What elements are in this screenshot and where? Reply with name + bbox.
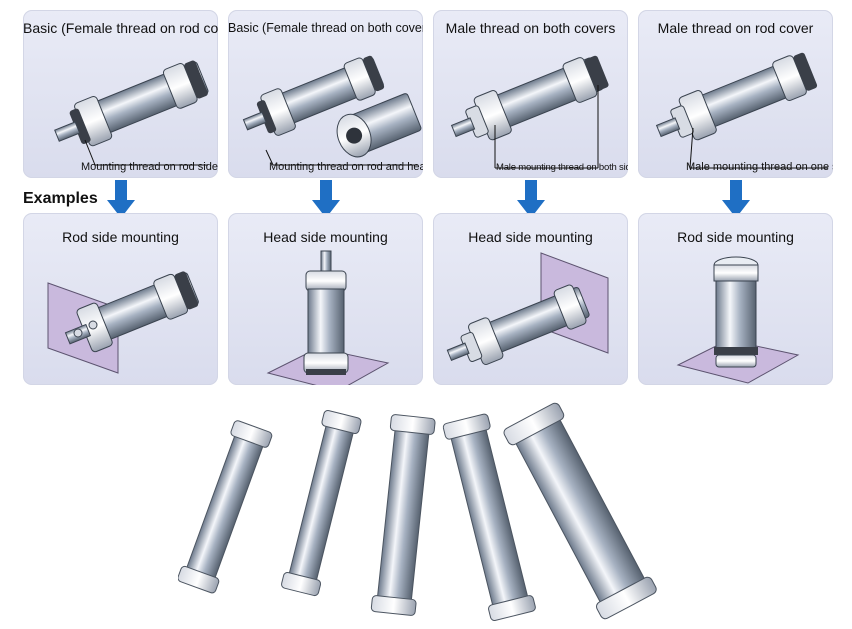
mounting-illustration: [676, 256, 800, 384]
callout-label: Mounting thread on rod and head sides: [269, 161, 423, 173]
cylinder-photo: [370, 414, 436, 616]
panel-title: Male thread on both covers: [445, 20, 616, 36]
down-arrow-icon: [312, 180, 340, 218]
panel-title: Head side mounting: [468, 229, 593, 245]
callout-label: Male mounting thread on one side: [686, 161, 833, 173]
panel-male-both: Male thread on both covers Male mounting…: [433, 10, 628, 178]
down-arrow-icon: [107, 180, 135, 218]
cylinder-photo: [178, 420, 273, 594]
panel-title: Male thread on rod cover: [657, 20, 814, 36]
cylinder-photo: [442, 413, 536, 622]
panel-title: Rod side mounting: [62, 229, 179, 245]
panel-head-side-mounting: Head side mounting: [228, 213, 423, 385]
panel-title: Basic (Female thread on rod cover): [23, 20, 218, 36]
panel-head-side-mounting-2: Head side mounting: [433, 213, 628, 385]
panel-male-rod: Male thread on rod cover Male mounting t…: [638, 10, 833, 178]
panel-rod-side-mounting-2: Rod side mounting: [638, 213, 833, 385]
panel-title: Rod side mounting: [677, 229, 794, 245]
panel-rod-side-mounting: Rod side mounting: [23, 213, 218, 385]
examples-label: Examples: [23, 190, 98, 207]
callout-label: Mounting thread on rod side: [81, 161, 218, 173]
cylinder-illustration: [242, 55, 422, 166]
product-photo: [178, 402, 657, 622]
mounting-illustration: [47, 271, 199, 374]
cylinder-illustration: [655, 52, 828, 169]
cylinder-photo: [503, 402, 657, 620]
cylinder-illustration: [450, 55, 609, 169]
panel-basic-female-rod: Basic (Female thread on rod cover) Mount…: [23, 10, 218, 178]
down-arrow-icon: [722, 180, 750, 218]
cylinder-photo: [281, 409, 362, 597]
panel-title: Head side mounting: [263, 229, 388, 245]
panel-title: Basic (Female thread on both covers): [228, 21, 423, 35]
cylinder-illustration: [54, 60, 209, 166]
callout-label: Male mounting thread on both sides: [496, 162, 628, 173]
mounting-illustration: [446, 252, 609, 365]
panel-basic-female-both: Basic (Female thread on both covers) Mou…: [228, 10, 423, 178]
down-arrow-icon: [517, 180, 545, 218]
mounting-illustration: [266, 250, 390, 385]
